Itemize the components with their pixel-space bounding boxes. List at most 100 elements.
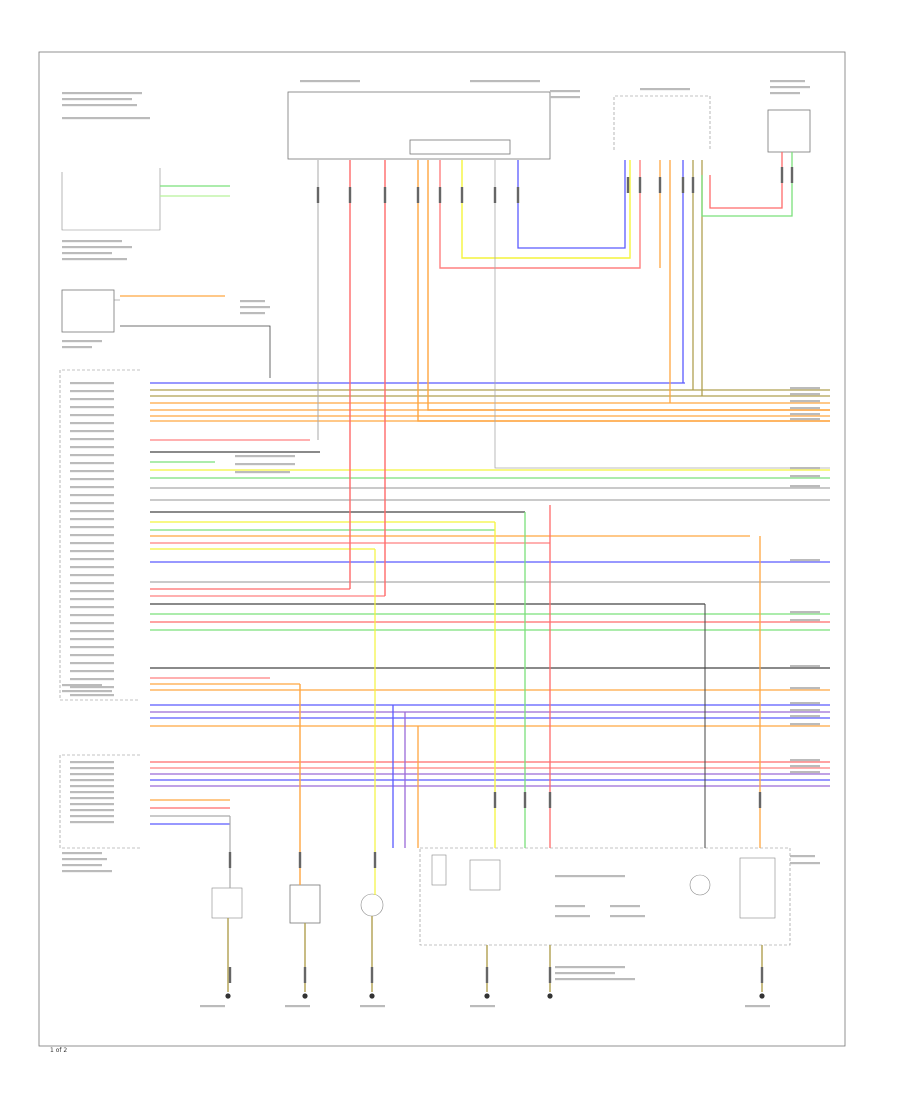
- label-mark-45: [70, 382, 114, 385]
- label-mark-102: [790, 467, 820, 470]
- label-mark-105: [790, 559, 820, 562]
- label-mark-74: [70, 614, 114, 617]
- illegible-labels: [62, 80, 820, 1008]
- label-mark-34: [610, 915, 645, 918]
- label-mark-104: [790, 485, 820, 488]
- fuse-wire-5: [427, 160, 830, 411]
- label-mark-8: [62, 340, 102, 343]
- left-tail-lamp: [211, 887, 243, 919]
- connector-pin-12: [691, 177, 695, 193]
- label-mark-60: [70, 502, 114, 505]
- label-mark-19: [770, 80, 805, 83]
- label-mark-54: [70, 454, 114, 457]
- connector-pin-19: [228, 852, 232, 868]
- label-mark-94: [70, 815, 114, 818]
- label-mark-76: [70, 630, 114, 633]
- label-mark-71: [70, 590, 114, 593]
- label-mark-50: [70, 422, 114, 425]
- label-mark-92: [70, 803, 114, 806]
- label-mark-0: [62, 92, 142, 95]
- label-mark-22: [550, 90, 580, 93]
- label-mark-29: [235, 471, 290, 474]
- connector-pin-27: [760, 967, 764, 983]
- label-mark-57: [70, 478, 114, 481]
- connector-pin-14: [790, 167, 794, 183]
- label-mark-116: [790, 771, 820, 774]
- right-tail-lamp: [360, 893, 384, 917]
- label-mark-42: [360, 1005, 385, 1008]
- label-mark-62: [70, 518, 114, 521]
- fuse-box-top: [287, 91, 551, 160]
- label-mark-106: [790, 611, 820, 614]
- label-mark-30: [555, 875, 625, 878]
- label-mark-61: [70, 510, 114, 513]
- label-mark-36: [555, 972, 615, 975]
- terminal-block-right: [613, 95, 711, 150]
- connector-pin-3: [416, 187, 420, 203]
- label-mark-21: [770, 92, 800, 95]
- label-mark-100: [790, 413, 820, 416]
- fuse-wire-6: [439, 160, 641, 269]
- connector-pin-25: [485, 967, 489, 983]
- label-mark-17: [300, 80, 360, 83]
- label-mark-98: [790, 400, 820, 403]
- lic-wire-1: [709, 152, 783, 209]
- connector-pin-26: [548, 967, 552, 983]
- connector-pin-10: [658, 177, 662, 193]
- label-mark-86: [70, 767, 114, 770]
- fuse-wire-7: [461, 160, 631, 259]
- label-mark-95: [70, 821, 114, 824]
- label-mark-7: [62, 258, 127, 261]
- label-mark-108: [790, 665, 820, 668]
- connector-pin-15: [493, 792, 497, 808]
- label-mark-26: [240, 312, 265, 315]
- connector-pin-11: [681, 177, 685, 193]
- label-mark-5: [62, 246, 132, 249]
- headlight-control-unit: [419, 847, 791, 946]
- connector-pin-1: [348, 187, 352, 203]
- lic-wire-2: [701, 152, 793, 217]
- label-mark-65: [70, 542, 114, 545]
- connector-pin-13: [780, 167, 784, 183]
- label-mark-107: [790, 619, 820, 622]
- connector-pin-8: [626, 177, 630, 193]
- label-mark-72: [70, 598, 114, 601]
- label-mark-63: [70, 526, 114, 529]
- label-mark-46: [70, 390, 114, 393]
- label-mark-75: [70, 622, 114, 625]
- label-mark-20: [770, 86, 810, 89]
- label-mark-114: [790, 759, 820, 762]
- label-mark-87: [70, 773, 114, 776]
- label-mark-32: [610, 905, 640, 908]
- label-mark-6: [62, 252, 112, 255]
- label-mark-28: [235, 463, 295, 466]
- label-mark-91: [70, 797, 114, 800]
- label-mark-15: [62, 870, 112, 873]
- ground-point-2: [369, 993, 375, 999]
- ground-point-1: [302, 993, 308, 999]
- label-mark-39: [790, 862, 820, 865]
- fuse-wire-4: [417, 160, 830, 422]
- label-mark-38: [790, 855, 815, 858]
- label-mark-58: [70, 486, 114, 489]
- label-mark-16: [640, 88, 690, 91]
- wire-layer: [120, 152, 830, 992]
- connector-pin-18: [758, 792, 762, 808]
- label-mark-12: [62, 852, 102, 855]
- label-mark-47: [70, 398, 114, 401]
- label-mark-33: [555, 915, 590, 918]
- label-mark-89: [70, 785, 114, 788]
- connector-pin-23: [303, 967, 307, 983]
- label-mark-1: [62, 98, 132, 101]
- label-mark-2: [62, 104, 137, 107]
- label-mark-111: [790, 709, 820, 712]
- label-mark-83: [70, 686, 114, 689]
- label-mark-73: [70, 606, 114, 609]
- label-mark-25: [240, 306, 270, 309]
- connector-pin-4: [438, 187, 442, 203]
- label-mark-41: [285, 1005, 310, 1008]
- ground-point-5: [759, 993, 765, 999]
- label-mark-14: [62, 864, 102, 867]
- label-mark-96: [790, 387, 820, 390]
